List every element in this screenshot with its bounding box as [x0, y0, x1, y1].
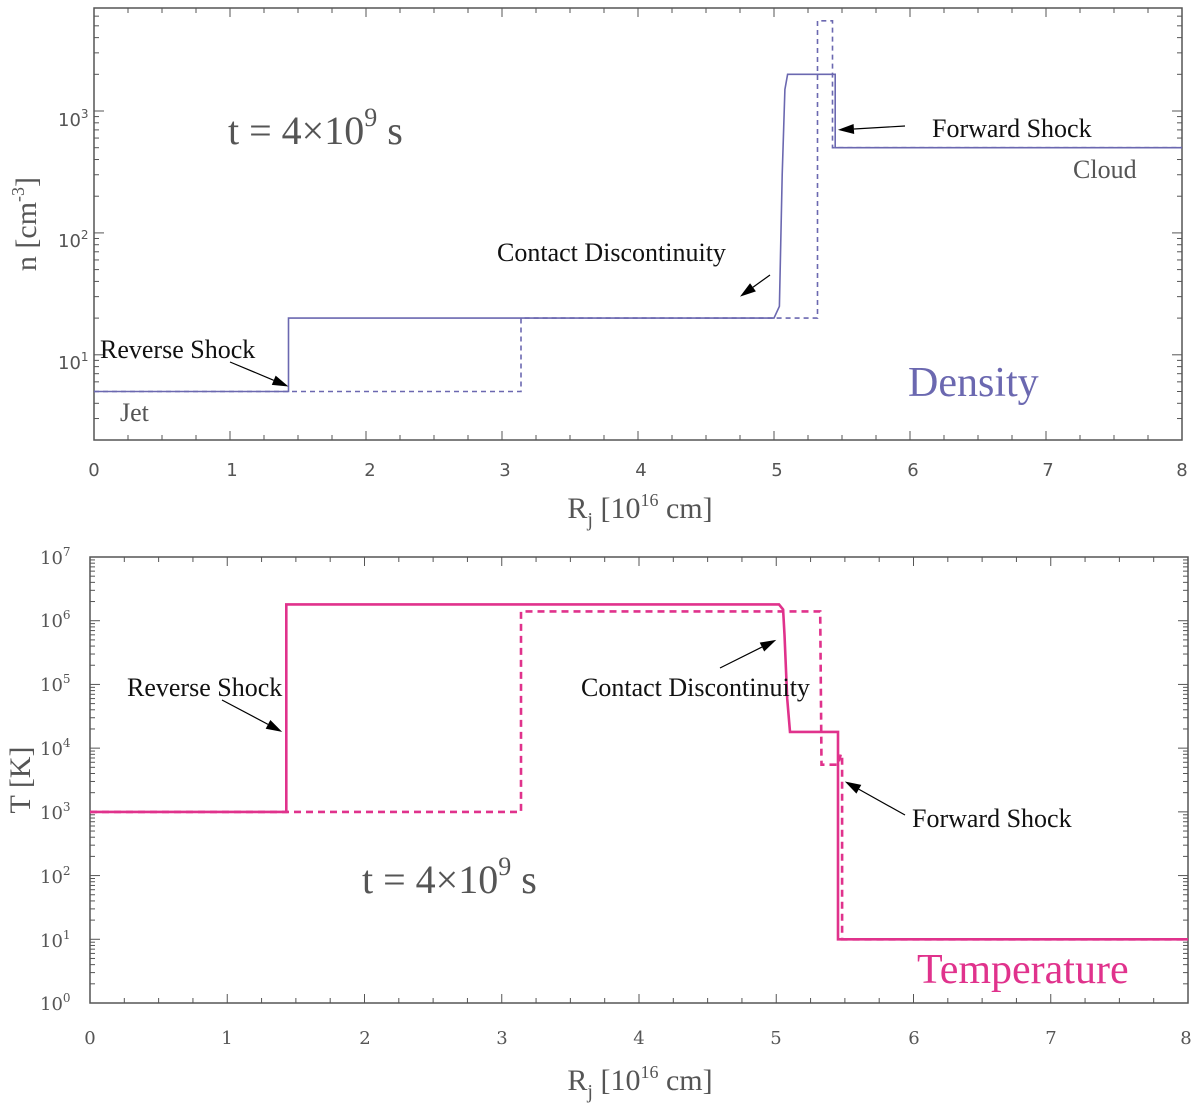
temperature-y-tick-label: 107: [40, 545, 71, 569]
density-annotation-arrowhead: [740, 283, 756, 297]
density-series-solid: [94, 73, 1182, 393]
temperature-x-tick-label: 5: [770, 1028, 781, 1049]
density-annotation-arrow: [853, 125, 906, 130]
temperature-x-tick-label: 0: [84, 1028, 95, 1049]
density-y-tick-label: 102: [58, 228, 89, 252]
density-annotation-arrowhead: [837, 123, 855, 134]
temperature-y-tick-label: 100: [40, 991, 71, 1015]
temperature-chart: 0 1 2 3 4 5 6 7 8 100 101 102 103 104 10…: [4, 545, 1192, 1103]
density-x-tick-label: 2: [364, 460, 375, 481]
temperature-x-tick-label: 1: [221, 1028, 232, 1049]
density-panel-title: Density: [908, 360, 1039, 406]
temperature-series-dashed: [90, 610, 1188, 941]
density-series: [94, 19, 1182, 393]
density-annotation-arrow: [229, 361, 274, 381]
temperature-annotation-arrow: [858, 788, 906, 816]
temperature-annotation-forward-shock: Forward Shock: [912, 804, 1072, 833]
temperature-annotation-arrowhead: [844, 781, 862, 794]
temperature-x-tick-label: 2: [359, 1028, 370, 1049]
density-x-tick-label: 7: [1042, 460, 1053, 481]
density-annotation-reverse-shock: Reverse Shock: [100, 335, 255, 364]
temperature-series: [90, 603, 1188, 941]
temperature-y-tick-labels: 100 101 102 103 104 105 106 107: [40, 545, 71, 1015]
density-time-label: t = 4×109 s: [228, 103, 403, 153]
temperature-annotation-arrow: [719, 646, 763, 669]
density-ticks: [93, 7, 1183, 441]
temperature-x-tick-label: 4: [633, 1028, 644, 1049]
density-annotation-contact-discontinuity: Contact Discontinuity: [497, 238, 726, 267]
density-x-tick-label: 5: [771, 460, 782, 481]
density-x-tick-labels: 0 1 2 3 4 5 6 7 8: [88, 460, 1187, 481]
temperature-x-tick-label: 7: [1045, 1028, 1056, 1049]
temperature-y-tick-label: 105: [40, 672, 71, 696]
density-arrows: [229, 123, 906, 387]
temperature-annotation-reverse-shock: Reverse Shock: [127, 673, 282, 702]
temperature-panel-title: Temperature: [917, 947, 1129, 993]
temperature-y-tick-label: 101: [40, 928, 71, 952]
temperature-time-label: t = 4×109 s: [362, 852, 537, 902]
temperature-x-tick-labels: 0 1 2 3 4 5 6 7 8: [84, 1028, 1191, 1049]
density-annotation-arrowhead: [271, 375, 289, 387]
temperature-x-tick-label: 6: [908, 1028, 919, 1049]
density-chart: 0 1 2 3 4 5 6 7 8 101 102 103 Rj [1016 c…: [8, 7, 1188, 531]
temperature-y-axis-title: T [K]: [4, 747, 37, 814]
density-y-tick-labels: 101 102 103: [58, 107, 89, 374]
density-annotation-forward-shock: Forward Shock: [932, 114, 1092, 143]
density-x-tick-label: 6: [907, 460, 918, 481]
temperature-annotation-contact-discontinuity: Contact Discontinuity: [581, 673, 810, 702]
temperature-y-tick-label: 104: [40, 736, 71, 760]
temperature-arrows: [221, 639, 906, 816]
density-x-axis-title: Rj [1016 cm]: [567, 490, 712, 531]
density-annotation-arrow: [752, 274, 771, 288]
density-region-label-cloud: Cloud: [1073, 155, 1137, 184]
temperature-y-tick-label: 102: [40, 864, 71, 888]
temperature-annotation-arrow: [221, 699, 269, 725]
temperature-x-tick-label: 3: [496, 1028, 507, 1049]
temperature-ticks: [89, 556, 1189, 1004]
temperature-y-tick-label: 106: [40, 608, 71, 632]
density-y-tick-label: 101: [58, 350, 89, 374]
temperature-x-tick-label: 8: [1180, 1028, 1191, 1049]
temperature-y-tick-label: 103: [40, 800, 71, 824]
density-x-tick-label: 8: [1176, 460, 1187, 481]
temperature-x-axis-title: Rj [1016 cm]: [567, 1062, 712, 1103]
density-y-tick-label: 103: [58, 107, 89, 131]
temperature-annotation-arrowhead: [265, 719, 283, 732]
temperature-series-solid: [90, 603, 1188, 941]
density-x-tick-label: 1: [226, 460, 237, 481]
temperature-plot-frame: [89, 556, 1189, 1004]
density-y-axis-title: n [cm-3]: [8, 177, 43, 271]
density-series-dashed: [94, 19, 1182, 393]
temperature-annotation-arrowhead: [759, 639, 777, 652]
density-x-tick-label: 0: [88, 460, 99, 481]
density-x-tick-label: 4: [635, 460, 646, 481]
density-region-label-jet: Jet: [120, 398, 150, 427]
density-x-tick-label: 3: [499, 460, 510, 481]
